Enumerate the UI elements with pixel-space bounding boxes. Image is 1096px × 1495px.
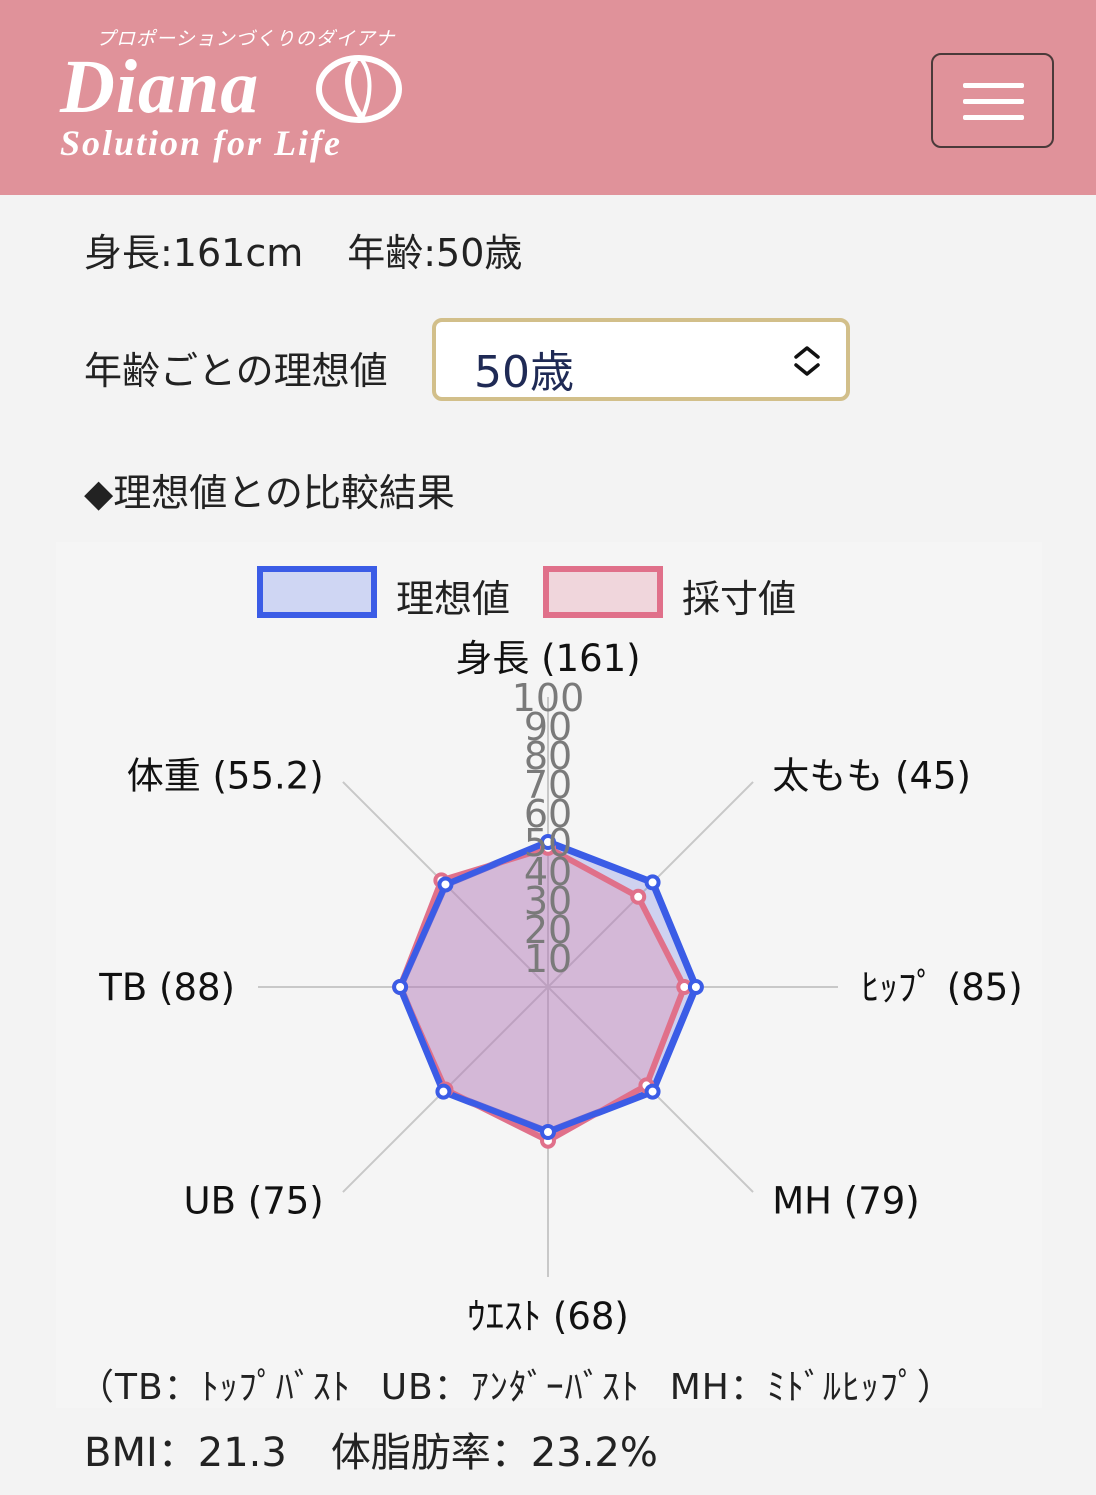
data-point [644,1083,661,1100]
abbr-ub: UB：ｱﾝﾀﾞｰﾊﾞｽﾄ [380,1367,640,1408]
radial-tick-label: 100 [512,676,585,720]
data-point [644,874,661,891]
radial-tick-label: 20 [524,908,572,952]
logo-name: Diana [60,45,260,129]
hamburger-icon [963,99,1024,104]
height-text: 身長:161cm [84,231,304,275]
data-point [392,979,409,995]
age-select[interactable]: 50歳 [432,318,850,401]
logo-tagline: プロポーションづくりのダイアナ [96,28,396,50]
axis-label: 体重 (55.2) [127,754,324,797]
hamburger-icon [963,115,1024,120]
results-line: BMI：21.3 体脂肪率：23.2% [84,1420,658,1478]
axis-label: 太もも (45) [772,754,971,797]
section-title: ◆理想値との比較結果 [84,471,455,515]
axis-labels: 身長 (161) 太もも (45) ﾋｯﾌﾟ (85) MH (79) ｳｴｽﾄ (68… [98,637,1022,1338]
axis-label: ﾋｯﾌﾟ (85) [861,966,1023,1009]
site-header: プロポーションづくりのダイアナ Diana Solution for Life [0,0,1096,195]
diana-logo[interactable]: プロポーションづくりのダイアナ Diana Solution for Life [58,22,418,172]
legend-swatch [543,566,663,618]
hamburger-icon [963,83,1024,88]
data-point [540,834,556,850]
data-point [437,876,454,893]
radial-tick-label: 90 [524,705,572,749]
age-select-value: 50歳 [474,347,574,398]
ideal-selector-label: 年齢ごとの理想値 [84,349,388,393]
data-point [687,979,704,995]
bmi-text: BMI：21.3 [84,1430,287,1476]
data-point [630,888,647,905]
data-point [435,1083,452,1100]
radial-tick-label: 30 [524,879,572,923]
profile-summary: 身長:161cm 年齢:50歳 [84,222,522,277]
axis-label: 身長 (161) [455,637,640,680]
axis-label: ｳｴｽﾄ (68) [467,1295,629,1338]
abbreviation-note: （TB：ﾄｯﾌﾟﾊﾞｽﾄ UB：ｱﾝﾀﾞｰﾊﾞｽﾄ MH：ﾐﾄﾞﾙﾋｯﾌﾟ） [78,1358,984,1410]
logo-subtitle: Solution for Life [60,123,343,163]
axis-label: MH (79) [772,1180,919,1223]
body-fat-text: 体脂肪率：23.2% [330,1430,658,1476]
select-arrows-icon [794,346,820,376]
abbr-tb: （TB：ﾄｯﾌﾟﾊﾞｽﾄ [78,1367,351,1408]
radial-tick-label: 70 [524,763,572,807]
radial-tick-label: 60 [524,792,572,836]
radial-tick-label: 50 [524,821,572,865]
legend-swatch [257,566,377,618]
axis-label: UB (75) [184,1180,324,1223]
radar-series [392,834,704,1149]
menu-button[interactable] [931,53,1054,148]
age-text: 年齢:50歳 [347,231,523,275]
radial-tick-label: 10 [524,937,572,981]
logo-mark-icon [316,55,402,123]
data-point [540,1124,556,1140]
legend-label: 採寸値 [682,577,796,621]
radial-tick-label: 40 [524,850,572,894]
abbr-mh: MH：ﾐﾄﾞﾙﾋｯﾌﾟ） [669,1367,954,1408]
axis-label: TB (88) [98,966,235,1009]
radial-tick-label: 80 [524,734,572,778]
legend-label: 理想値 [396,577,510,621]
chart-legend: 理想値 採寸値 [257,566,796,621]
